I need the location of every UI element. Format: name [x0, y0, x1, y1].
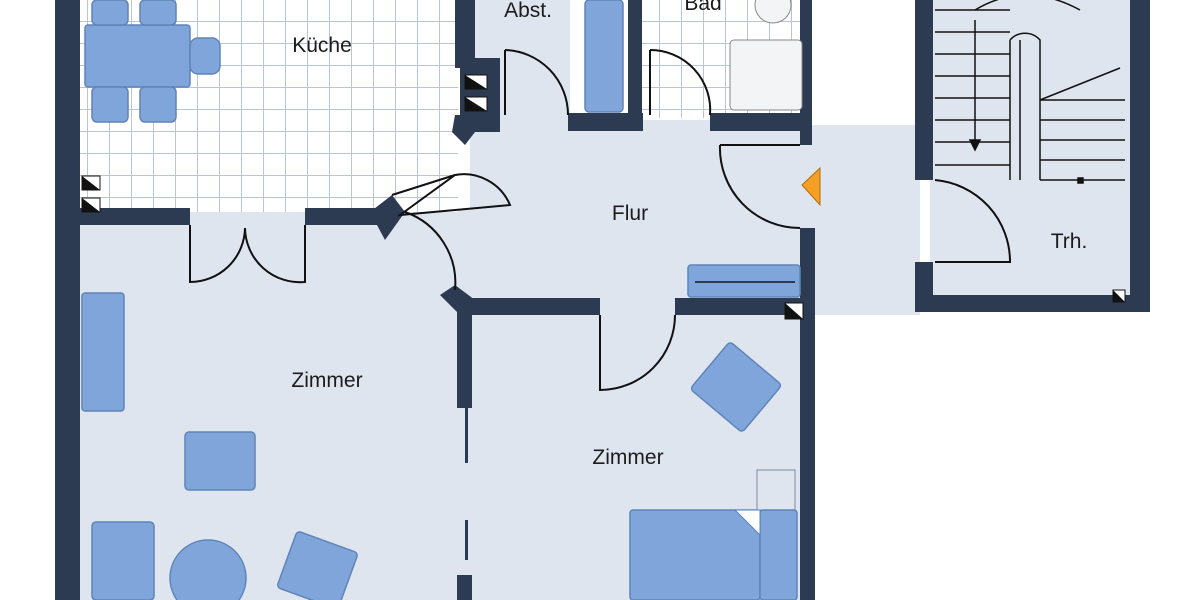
- armchair: [184, 431, 256, 491]
- room-label-kueche: Küche: [292, 34, 352, 57]
- room-label-zimmer-left: Zimmer: [291, 369, 362, 392]
- entrance-marker-icon: [801, 166, 821, 207]
- room-label-trh: Trh.: [1051, 230, 1088, 253]
- vent-icons: [81, 74, 1126, 320]
- walls: [55, 0, 1150, 600]
- room-label-flur: Flur: [612, 202, 648, 225]
- room-label-zimmer-right: Zimmer: [592, 446, 663, 469]
- cabinet: [584, 0, 624, 113]
- round-table: [169, 539, 247, 600]
- staircase: [935, 0, 1125, 184]
- toilet: [754, 0, 792, 24]
- dining-table: [84, 24, 191, 88]
- landing-floor: [810, 125, 920, 315]
- doors: [189, 48, 1012, 392]
- armchair-right: [690, 342, 782, 432]
- trh-floor: [930, 0, 1135, 300]
- room-label-bad: Bad: [684, 0, 721, 15]
- furniture: [81, 0, 803, 600]
- room-label-abst: Abst.: [504, 0, 552, 22]
- shower: [729, 39, 803, 111]
- bed: [629, 509, 761, 600]
- sofa: [81, 292, 125, 412]
